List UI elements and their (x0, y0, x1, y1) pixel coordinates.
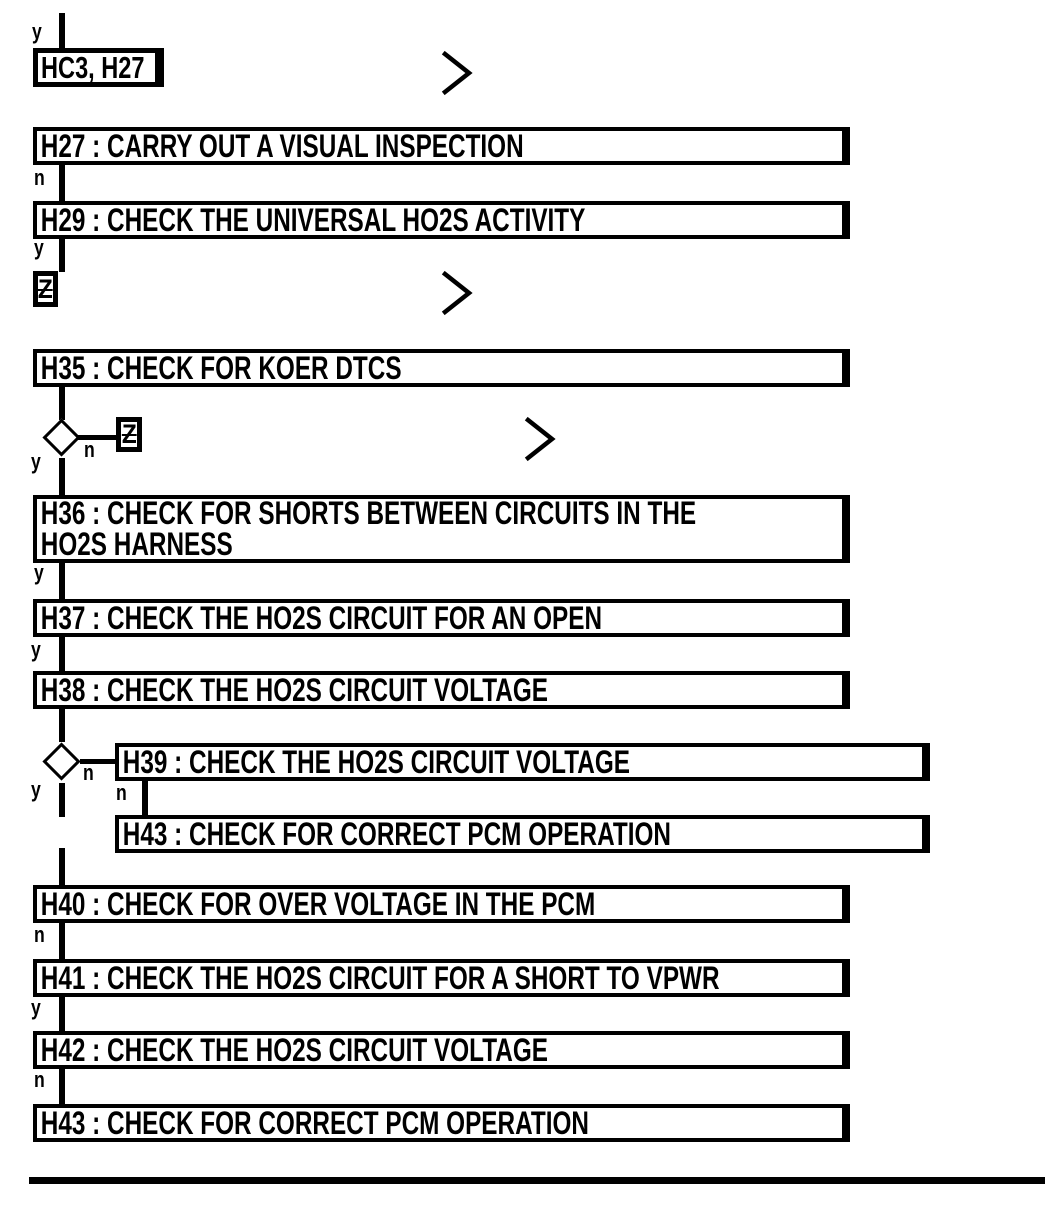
decision-diamond (42, 742, 81, 781)
branch-label-no: n (83, 760, 94, 785)
node-label: H37 : CHECK THE HO2S CIRCUIT FOR AN OPEN (40, 600, 603, 636)
connector-line (59, 923, 65, 959)
branch-label-no: n (34, 165, 45, 190)
node-label: H29 : CHECK THE UNIVERSAL HO2S ACTIVITY (40, 202, 586, 238)
offpage-connector-label: Z (121, 419, 137, 449)
connector-line (59, 783, 65, 817)
offpage-connector-z[interactable]: Z (33, 271, 58, 307)
branch-label-yes: y (34, 235, 44, 260)
bottom-divider (29, 1177, 1045, 1184)
connector-line (59, 13, 65, 48)
node-h35[interactable]: H35 : CHECK FOR KOER DTCS (33, 349, 850, 387)
node-h29[interactable]: H29 : CHECK THE UNIVERSAL HO2S ACTIVITY (33, 201, 850, 239)
chevron-right-icon[interactable] (441, 50, 475, 96)
connector-line (59, 997, 65, 1031)
node-label: H39 : CHECK THE HO2S CIRCUIT VOLTAGE (122, 744, 630, 780)
connector-line (59, 239, 65, 272)
branch-label-yes: y (31, 995, 41, 1020)
node-h41[interactable]: H41 : CHECK THE HO2S CIRCUIT FOR A SHORT… (33, 959, 850, 997)
node-label: H43 : CHECK FOR CORRECT PCM OPERATION (122, 816, 671, 852)
node-label-line2: HO2S HARNESS (40, 526, 233, 562)
branch-label-yes: y (31, 777, 41, 802)
node-label: H40 : CHECK FOR OVER VOLTAGE IN THE PCM (40, 886, 596, 922)
node-h37[interactable]: H37 : CHECK THE HO2S CIRCUIT FOR AN OPEN (33, 599, 850, 637)
connector-line (59, 848, 65, 885)
node-label-line1: H36 : CHECK FOR SHORTS BETWEEN CIRCUITS … (40, 495, 697, 531)
node-h43-branch[interactable]: H43 : CHECK FOR CORRECT PCM OPERATION (115, 815, 930, 853)
node-label: H42 : CHECK THE HO2S CIRCUIT VOLTAGE (40, 1032, 548, 1068)
node-h42[interactable]: H42 : CHECK THE HO2S CIRCUIT VOLTAGE (33, 1031, 850, 1069)
node-label: H43 : CHECK FOR CORRECT PCM OPERATION (40, 1105, 589, 1141)
offpage-connector-label: Z (38, 273, 53, 304)
connector-line (59, 637, 65, 671)
connector-line (59, 563, 65, 599)
connector-line (59, 165, 65, 201)
branch-label-yes: y (34, 560, 44, 585)
branch-label-yes: y (31, 637, 41, 662)
node-label: H35 : CHECK FOR KOER DTCS (40, 350, 402, 386)
node-label: H27 : CARRY OUT A VISUAL INSPECTION (40, 128, 524, 164)
chevron-right-icon[interactable] (524, 416, 558, 462)
connector-line (59, 387, 65, 420)
branch-label-yes: y (31, 449, 41, 474)
branch-label-no: n (116, 780, 127, 805)
node-h43[interactable]: H43 : CHECK FOR CORRECT PCM OPERATION (33, 1104, 850, 1142)
offpage-connector-z[interactable]: Z (116, 417, 142, 452)
decision-diamond (42, 418, 81, 457)
node-entry-label: HC3, H27 (41, 49, 145, 85)
node-label: H36 : CHECK FOR SHORTS BETWEEN CIRCUITS … (37, 495, 697, 562)
connector-line (142, 781, 148, 815)
connector-line (59, 1069, 65, 1104)
connector-line (78, 435, 117, 440)
branch-label-yes: y (32, 19, 42, 44)
connector-line (80, 759, 116, 764)
node-h27[interactable]: H27 : CARRY OUT A VISUAL INSPECTION (33, 127, 850, 165)
connector-line (59, 458, 65, 495)
node-entry[interactable]: HC3, H27 (33, 48, 164, 87)
node-label: H38 : CHECK THE HO2S CIRCUIT VOLTAGE (40, 672, 548, 708)
node-label: H41 : CHECK THE HO2S CIRCUIT FOR A SHORT… (40, 960, 720, 996)
node-h39[interactable]: H39 : CHECK THE HO2S CIRCUIT VOLTAGE (115, 743, 930, 781)
branch-label-no: n (34, 922, 45, 947)
branch-label-no: n (34, 1067, 45, 1092)
branch-label-no: n (84, 437, 95, 462)
node-h36[interactable]: H36 : CHECK FOR SHORTS BETWEEN CIRCUITS … (33, 495, 850, 563)
connector-line (59, 709, 65, 742)
node-h38[interactable]: H38 : CHECK THE HO2S CIRCUIT VOLTAGE (33, 671, 850, 709)
chevron-right-icon[interactable] (441, 270, 475, 316)
node-h40[interactable]: H40 : CHECK FOR OVER VOLTAGE IN THE PCM (33, 885, 850, 923)
